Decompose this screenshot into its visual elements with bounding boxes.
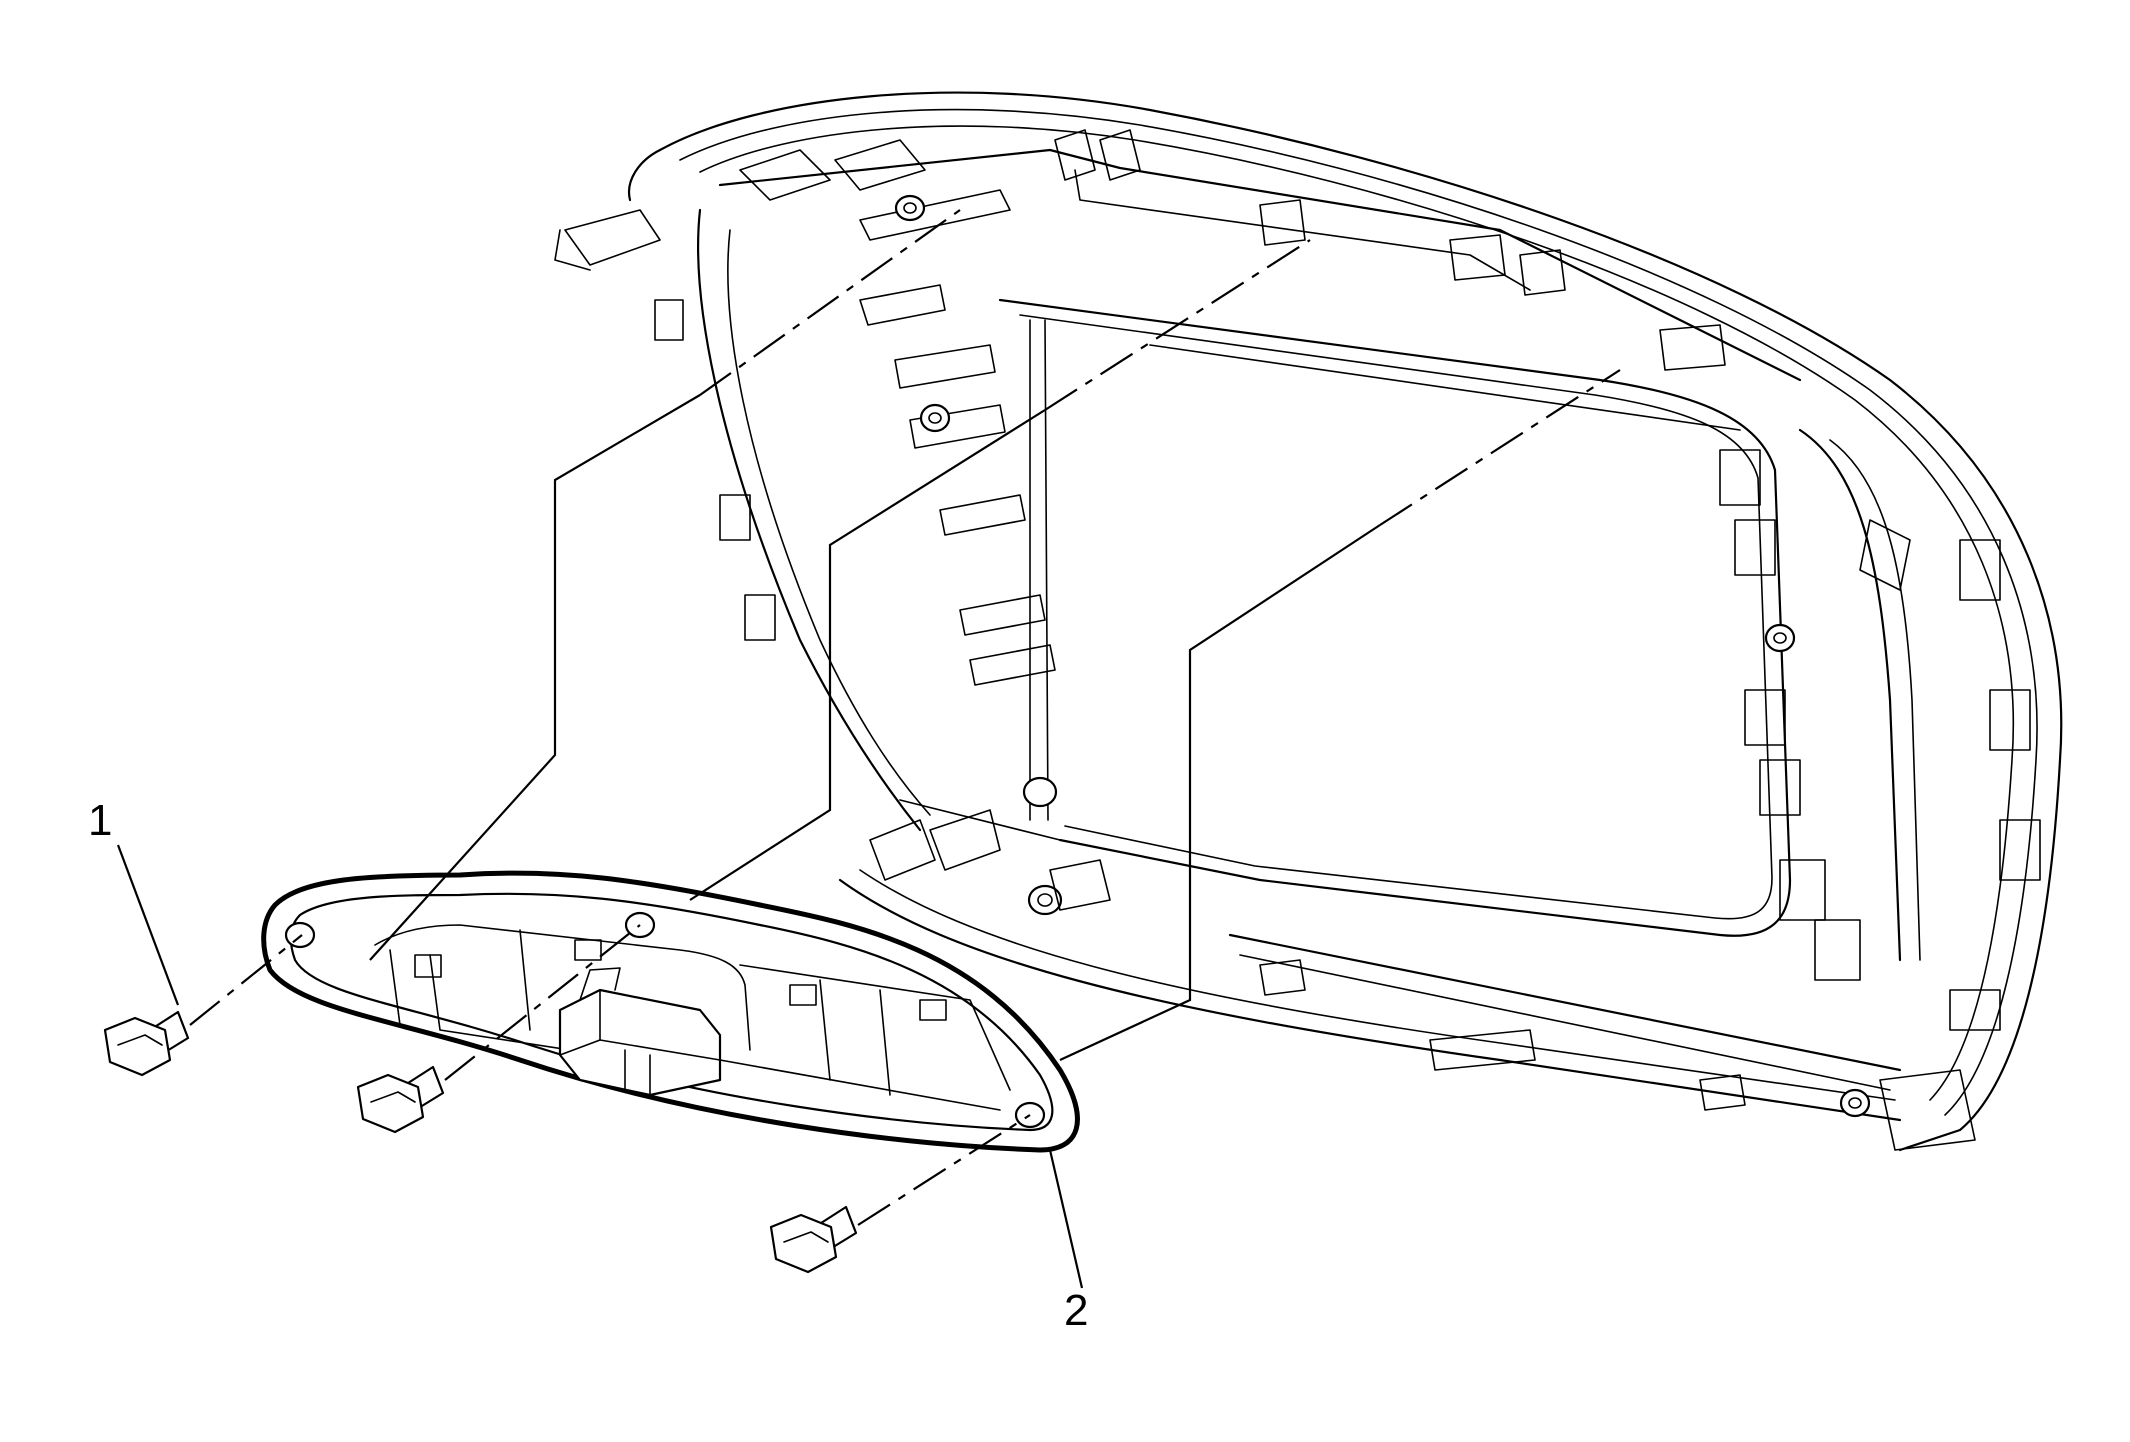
callout-1: 1 bbox=[88, 796, 180, 1006]
callout-leader-1 bbox=[116, 844, 180, 1006]
callout-2: 2 bbox=[1048, 1149, 1088, 1335]
alignment-lines bbox=[189, 209, 1621, 1226]
callout-label-1: 1 bbox=[88, 796, 112, 845]
bolt-1 bbox=[103, 1010, 190, 1077]
bolt-2 bbox=[356, 1065, 445, 1134]
callout-label-2: 2 bbox=[1064, 1286, 1088, 1335]
callout-leader-2 bbox=[1048, 1149, 1084, 1289]
instrument-cluster-bezel bbox=[554, 91, 2063, 1152]
bolt-3 bbox=[769, 1205, 858, 1274]
cluster-housing-bracket bbox=[261, 870, 1080, 1153]
